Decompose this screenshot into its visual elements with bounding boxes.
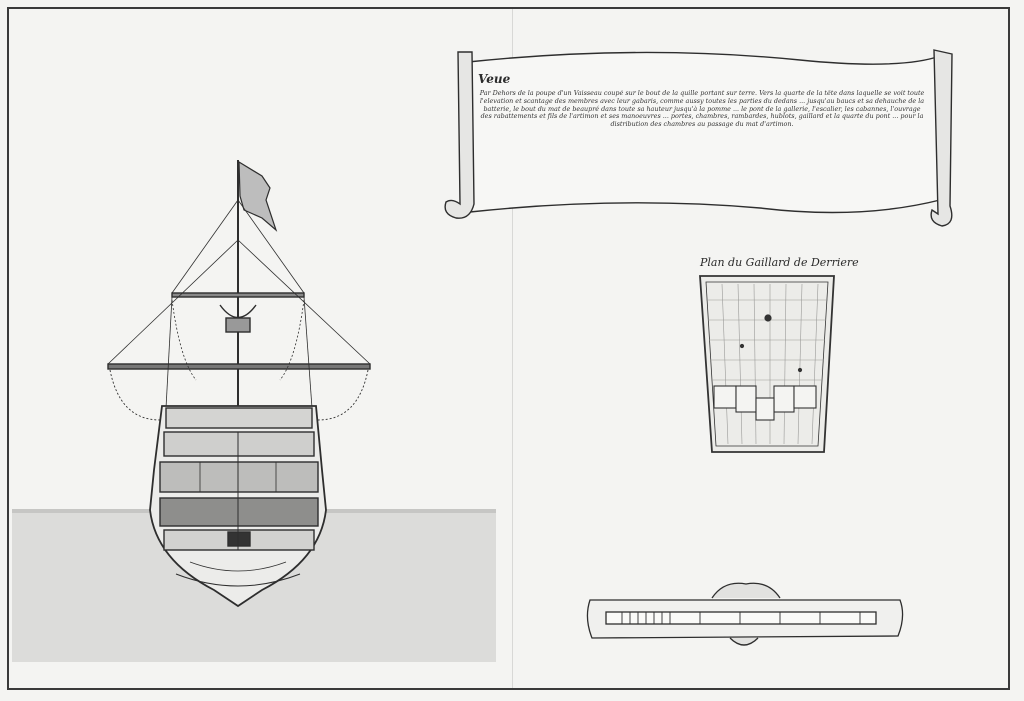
page-fold: [512, 9, 513, 689]
scroll-roll-left: [444, 51, 475, 219]
scroll-text: Par Dehors de la poupe d'un Vaisseau cou…: [479, 90, 925, 129]
lower-yard: [107, 363, 371, 370]
deck-lower: [159, 497, 319, 527]
upper-yard: [171, 292, 305, 298]
scroll-roll-right: [930, 49, 953, 227]
title-scroll: [444, 49, 953, 227]
sheet-border: [7, 7, 1010, 690]
ship-stern-view: [107, 160, 371, 608]
cartouche-shell: [711, 582, 781, 599]
hold-opening: [227, 531, 251, 547]
mast-cap: [225, 317, 251, 333]
mast-position: [764, 314, 772, 322]
plan-cabins: [713, 385, 817, 421]
scale-cartouche: [586, 582, 904, 646]
deck-middle: [159, 461, 319, 493]
scale-ticks: [621, 612, 861, 624]
flag: [238, 160, 278, 232]
plan-outline: [699, 275, 835, 453]
quarterdeck-rail: [165, 407, 313, 429]
deck-upper: [163, 431, 315, 457]
deck-plan-title: Plan du Gaillard de Derriere: [700, 256, 859, 269]
scroll-title: Veue: [478, 72, 511, 86]
deck-plan: [699, 275, 835, 453]
